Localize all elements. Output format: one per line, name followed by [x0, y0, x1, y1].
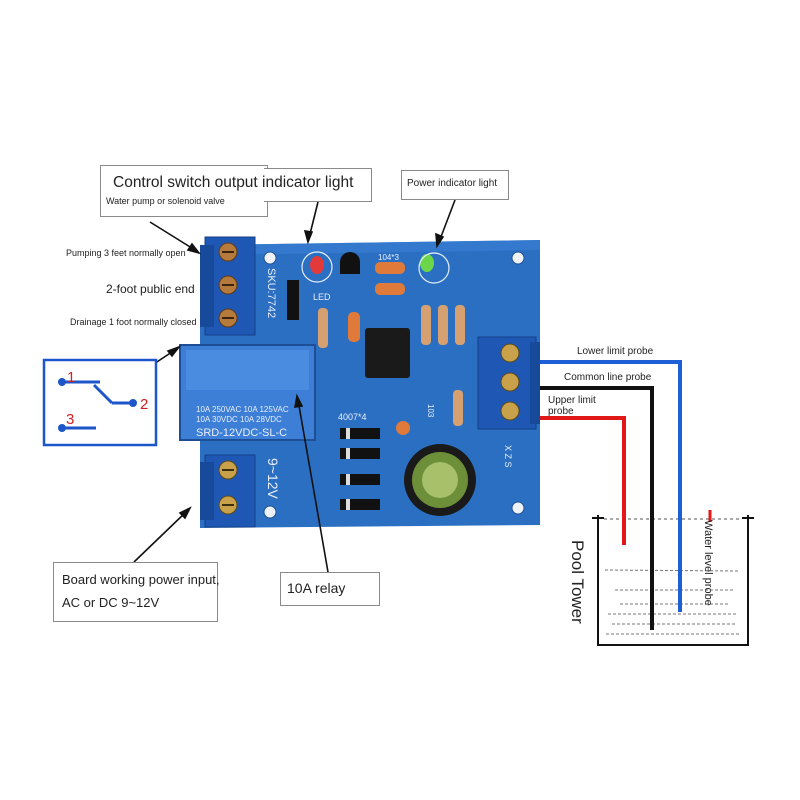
- pump-open-label: Pumping 3 feet normally open: [66, 248, 186, 258]
- board-sku: SKU:7742: [265, 268, 277, 318]
- switch-schematic: [42, 358, 158, 447]
- power-light-callout: [401, 170, 509, 200]
- control-output-callout: [100, 165, 268, 217]
- common-wire: [540, 386, 654, 630]
- mount-hole-bottom-right: [511, 501, 525, 515]
- switch-pin-2: 2: [140, 396, 148, 413]
- mount-hole-top-left: [263, 251, 277, 265]
- power-terminal-block: [200, 454, 256, 528]
- probe-terminal-block: [477, 336, 540, 430]
- indicator-light-callout: [264, 168, 372, 202]
- board-res-code: 103: [426, 404, 435, 418]
- tank-label: Pool Tower: [568, 540, 587, 624]
- ic-chip: [365, 328, 410, 378]
- lower-limit-probe-label: Lower limit probe: [577, 346, 654, 357]
- lower-limit-wire: [540, 360, 682, 612]
- relay-rating-line2: 10A 30VDC 10A 28VDC: [196, 415, 282, 424]
- electrolytic-capacitor: [404, 444, 476, 516]
- board-diode-code: 4007*4: [338, 412, 367, 422]
- mount-hole-bottom-left: [263, 505, 277, 519]
- water-tank: [592, 515, 754, 646]
- relay: [179, 344, 316, 441]
- mount-hole-top-right: [511, 251, 525, 265]
- board-cap-code: 104*3: [378, 253, 399, 262]
- relay-label: 10A relay: [287, 580, 346, 596]
- control-output-light-label: Control switch output indicator light: [113, 174, 354, 191]
- output-terminal-block: [200, 236, 256, 336]
- relay-rating-line1: 10A 250VAC 10A 125VAC: [196, 405, 289, 414]
- switch-pin-1: 1: [67, 369, 75, 386]
- power-light-label: Power indicator light: [407, 178, 498, 189]
- common-line-probe-label: Common line probe: [564, 372, 652, 383]
- pointer-arrows: [124, 199, 456, 573]
- pump-valve-label: Water pump or solenoid valve: [106, 196, 225, 206]
- relay-callout: [280, 572, 380, 606]
- upper-limit-probe-label: Upper limit probe: [548, 395, 596, 417]
- board-voltage: 9~12V: [265, 458, 281, 500]
- relay-model: SRD-12VDC-SL-C: [196, 427, 287, 439]
- board-led-label: LED: [313, 292, 331, 302]
- public-end-label: 2-foot public end: [106, 282, 195, 296]
- output-led: [310, 256, 324, 274]
- board-power-line1: Board working power input,: [62, 572, 220, 587]
- switch-pin-3: 3: [66, 411, 74, 428]
- drain-closed-label: Drainage 1 foot normally closed: [70, 317, 197, 327]
- upper-limit-wire: [540, 416, 626, 545]
- board-power-line2: AC or DC 9~12V: [62, 595, 160, 610]
- power-led: [420, 254, 434, 272]
- water-level-probe-label: Water level probe: [702, 520, 714, 606]
- transistor: [340, 252, 360, 274]
- board-power-callout: [53, 562, 218, 622]
- diode-bank: [340, 428, 380, 510]
- board-xzs: X Z S: [503, 445, 513, 468]
